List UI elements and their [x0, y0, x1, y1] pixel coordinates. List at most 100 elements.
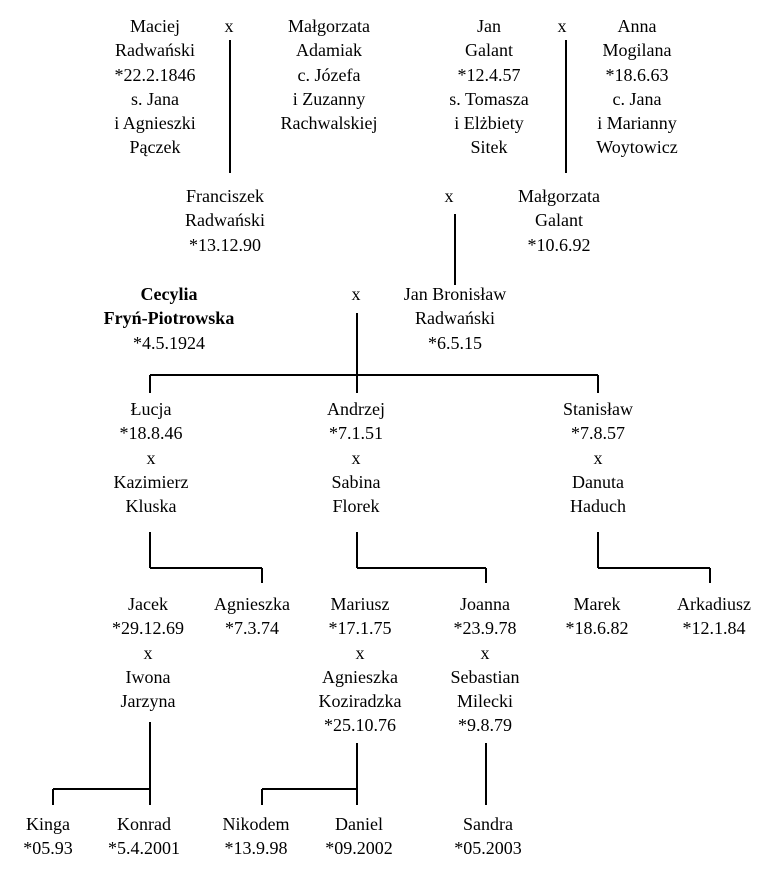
person-detail: i Marianny: [597, 113, 677, 134]
person-detail: Iwona: [125, 666, 171, 687]
person-detail: *4.5.1924: [133, 332, 205, 353]
person-detail: c. Józefa: [297, 64, 361, 85]
person-marek: Marek *18.6.82: [497, 592, 697, 641]
person-name: Mariusz: [330, 594, 390, 614]
person-detail: Mogilana: [602, 40, 672, 61]
person-detail: c. Jana: [612, 88, 662, 109]
person-name: Joanna: [460, 594, 510, 614]
person-detail: x: [480, 642, 490, 663]
person-detail: i Elżbiety: [454, 113, 524, 134]
person-detail: *05.2003: [454, 838, 522, 859]
person-detail: *12.1.84: [682, 618, 746, 639]
person-name: Jacek: [128, 594, 168, 614]
person-name: Arkadiusz: [677, 594, 751, 614]
person-name: Sandra: [463, 814, 513, 834]
person-name: Maciej: [130, 16, 180, 36]
person-detail: Woytowicz: [596, 137, 678, 158]
person-konrad: Konrad*5.4.2001: [44, 812, 244, 861]
person-name: Cecylia: [140, 284, 198, 304]
person-name: Agnieszka: [214, 594, 290, 614]
person-detail: Agnieszka: [322, 666, 398, 687]
person-kinga: Kinga*05.93: [0, 812, 148, 861]
person-detail: *23.9.78: [453, 618, 517, 639]
person-detail: *13.12.90: [189, 234, 261, 255]
person-detail: s. Tomasza: [449, 88, 529, 109]
person-detail: Sitek: [470, 137, 508, 158]
person-detail: x: [146, 447, 156, 468]
person-daniel: Daniel *09.2002: [259, 812, 459, 861]
person-detail: *25.10.76: [324, 715, 396, 736]
person-name: Marek: [573, 594, 621, 614]
person-sandra: Sandra *05.2003: [388, 812, 588, 861]
person-detail: Florek: [332, 496, 380, 517]
person-detail: Radwański: [185, 210, 265, 231]
person-detail: Koziradzka: [318, 691, 402, 712]
person-detail: *10.6.92: [527, 234, 591, 255]
person-detail: *12.4.57: [457, 64, 521, 85]
person-detail: Galant: [465, 40, 513, 61]
marriage-sign: x: [444, 186, 454, 206]
person-detail: *9.8.79: [458, 715, 512, 736]
person-detail: x: [355, 642, 365, 663]
person-name: Konrad: [117, 814, 171, 834]
person-detail: Jarzyna: [120, 691, 176, 712]
person-detail: Milecki: [457, 691, 513, 712]
person-name: Andrzej: [327, 399, 385, 419]
person-detail: *6.5.15: [428, 332, 482, 353]
person-detail: Danuta: [572, 471, 624, 492]
person-detail: *18.6.63: [605, 64, 669, 85]
person-detail: i Agnieszki: [114, 113, 196, 134]
person-name: Anna: [617, 16, 657, 36]
person-arkadiusz: Arkadiusz *12.1.84: [614, 592, 772, 641]
person-detail: Kluska: [125, 496, 177, 517]
person-detail: Pączek: [129, 137, 181, 158]
person-detail: x: [143, 642, 153, 663]
person-detail: Rachwalskiej: [280, 113, 378, 134]
person-detail: *7.8.57: [571, 423, 625, 444]
person-nikodem: Nikodem*13.9.98: [156, 812, 356, 861]
person-detail: *09.2002: [325, 838, 393, 859]
person-detail: *7.3.74: [225, 618, 279, 639]
person-detail: Galant: [535, 210, 583, 231]
person-detail: i Zuzanny: [292, 88, 366, 109]
person-detail: *18.8.46: [119, 423, 183, 444]
person-detail: *29.12.69: [112, 618, 184, 639]
person-detail: x: [593, 447, 603, 468]
person-detail: Kazimierz: [113, 471, 189, 492]
person-detail: *18.6.82: [565, 618, 629, 639]
person-name: Jan: [477, 16, 501, 36]
person-detail: Fryń-Piotrowska: [103, 308, 235, 329]
person-name: Stanisław: [563, 399, 633, 419]
person-name: Małgorzata: [518, 186, 600, 206]
person-detail: Haduch: [570, 496, 626, 517]
marriage-sign: x: [557, 16, 567, 36]
marriage-sign: x: [351, 284, 361, 304]
person-name: Jan Bronisław: [403, 284, 507, 304]
person-detail: *13.9.98: [224, 838, 288, 859]
person-detail: *22.2.1846: [114, 64, 196, 85]
person-name: Kinga: [26, 814, 70, 834]
person-agnieszka: Agnieszka *7.3.74: [152, 592, 352, 641]
person-detail: Sabina: [331, 471, 381, 492]
person-name: Łucja: [130, 399, 172, 419]
person-detail: *17.1.75: [328, 618, 392, 639]
person-detail: Sebastian: [450, 666, 520, 687]
person-detail: Radwański: [115, 40, 195, 61]
person-name: Małgorzata: [288, 16, 370, 36]
person-name: Daniel: [335, 814, 383, 834]
person-detail: *7.1.51: [329, 423, 383, 444]
